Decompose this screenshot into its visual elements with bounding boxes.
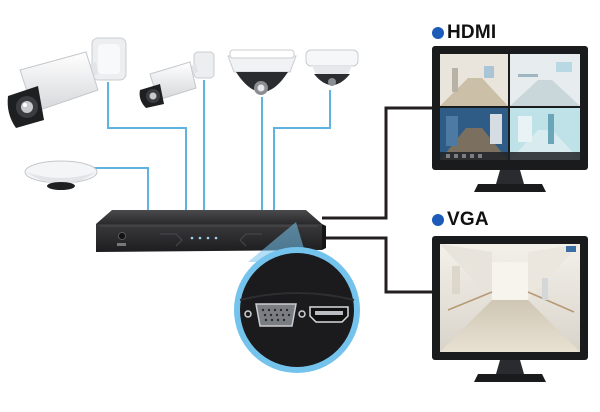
- bullet-camera-large: [7, 37, 127, 128]
- hdmi-bullet-icon: [432, 27, 444, 39]
- video-cables: [322, 106, 434, 294]
- nvr-recorder: [96, 210, 326, 252]
- vga-monitor: [432, 236, 588, 382]
- hdmi-port-icon: [309, 306, 349, 323]
- hdmi-screen-view-2: [510, 54, 580, 106]
- fisheye-camera: [24, 160, 98, 190]
- cable-hdmi: [322, 106, 434, 220]
- hdmi-screen-view-1: [440, 54, 508, 106]
- cable-bullet-large: [107, 82, 187, 212]
- dome-camera-1: [227, 49, 297, 95]
- hdmi-output-label: HDMI: [432, 22, 496, 44]
- dome-camera-2: [305, 49, 359, 86]
- vga-port-icon: [244, 303, 306, 327]
- cable-fisheye: [94, 167, 149, 212]
- vga-label-text: VGA: [447, 209, 489, 230]
- hdmi-label-text: HDMI: [447, 22, 497, 43]
- hdmi-monitor: [432, 46, 588, 192]
- vga-bullet-icon: [432, 214, 444, 226]
- cable-dome-2: [273, 90, 331, 212]
- bullet-camera-small: [139, 51, 215, 108]
- cable-vga: [322, 236, 434, 294]
- network-cables: [94, 80, 331, 212]
- port-zoom-callout: [234, 222, 360, 373]
- vga-output-label: VGA: [432, 209, 489, 231]
